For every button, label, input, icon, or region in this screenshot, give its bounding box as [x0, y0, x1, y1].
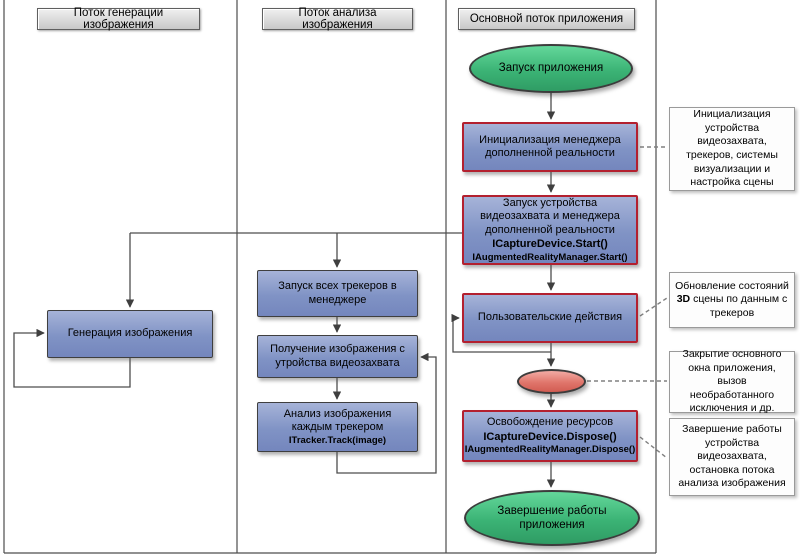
note-scene-update-bold: 3D	[676, 293, 691, 306]
user-actions-label: Пользовательские действия	[477, 311, 623, 324]
get-image-label: Получение изображения с утройства видеоз…	[270, 343, 405, 369]
generate-image-label: Генерация изображения	[67, 327, 193, 340]
lane-borders	[3, 0, 657, 554]
start-capture-code-main: ICaptureDevice.Start()	[492, 238, 608, 251]
note-init-details-text: Инициализация устройства видеозахвата, т…	[686, 108, 778, 189]
release-resources-code-main: ICaptureDevice.Dispose()	[483, 430, 617, 443]
end-node: Завершение работы приложения	[464, 490, 640, 546]
analyze-image-label: Анализ изображения каждым трекером	[283, 407, 392, 434]
note-init-details: Инициализация устройства видеозахвата, т…	[669, 107, 795, 191]
generate-image-node: Генерация изображения	[47, 310, 213, 358]
lane-title: Поток генерации изображения	[73, 7, 164, 31]
note-close-events: Закрытие основного окна приложения, вызо…	[669, 347, 795, 415]
end-node-label: Завершение работы приложения	[497, 504, 607, 531]
release-resources-code-sub: IAugmentedRealityManager.Dispose()	[464, 444, 636, 456]
lane-title: Основной поток приложения	[469, 13, 624, 25]
note-scene-update-prefix: Обновление состояний	[675, 279, 789, 292]
note-shutdown-details: Завершение работы устройства видеозахват…	[669, 418, 795, 496]
start-capture-code-sub: IAugmentedRealityManager.Start()	[472, 251, 628, 263]
init-manager-label: Инициализация менеджера дополненной реал…	[479, 133, 621, 159]
analyze-image-code-sub: ITracker.Track(image)	[288, 434, 387, 446]
analyze-image-node: Анализ изображения каждым трекером ITrac…	[257, 402, 418, 452]
lane-title: Поток анализа изображения	[298, 7, 377, 31]
flow-arrows	[13, 93, 556, 488]
start-trackers-label: Запуск всех трекеров в менеджере	[278, 280, 397, 306]
note-scene-update-text: Обновление состояний 3D сцены по данным …	[674, 280, 790, 321]
init-manager-node: Инициализация менеджера дополненной реал…	[462, 122, 638, 172]
note-scene-update: Обновление состояний 3D сцены по данным …	[669, 272, 795, 328]
start-trackers-node: Запуск всех трекеров в менеджере	[257, 270, 418, 317]
lane-header-generation-thread: Поток генерации изображения	[37, 7, 200, 31]
start-capture-label: Запуск устройства видеозахвата и менедже…	[480, 196, 620, 236]
lane-header-main-thread: Основной поток приложения	[458, 8, 635, 30]
user-actions-node: Пользовательские действия	[462, 293, 638, 343]
start-node: Запуск приложения	[469, 44, 633, 93]
start-node-label: Запуск приложения	[498, 62, 604, 75]
start-capture-node: Запуск устройства видеозахвата и менедже…	[462, 195, 638, 265]
release-resources-label: Освобождение ресурсов	[486, 416, 614, 429]
note-connectors	[587, 146, 668, 459]
interrupt-event-node	[517, 369, 586, 394]
note-shutdown-details-text: Завершение работы устройства видеозахват…	[678, 422, 786, 490]
get-image-node: Получение изображения с утройства видеоз…	[257, 335, 418, 378]
lane-header-analysis-thread: Поток анализа изображения	[262, 7, 413, 31]
release-resources-node: Освобождение ресурсов ICaptureDevice.Dis…	[462, 410, 638, 462]
note-scene-update-suffix: сцены по данным с трекеров	[690, 293, 788, 319]
note-close-events-text: Закрытие основного окна приложения, вызо…	[682, 347, 782, 415]
